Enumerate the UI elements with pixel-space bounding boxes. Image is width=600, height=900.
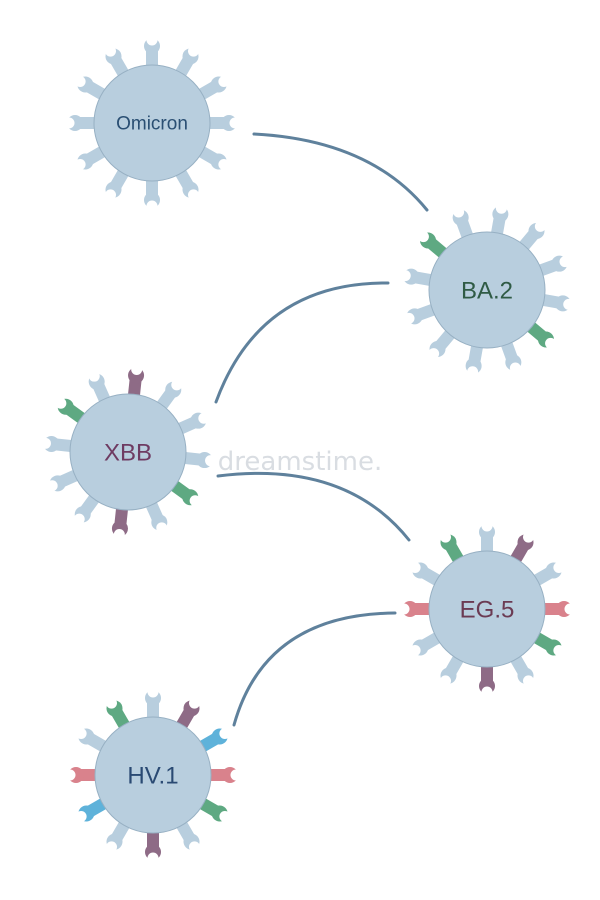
spike-notch [105, 189, 116, 201]
spike-notch [156, 522, 168, 534]
spike-notch [403, 312, 415, 324]
spike-notch [74, 159, 86, 170]
virus-node-xbb: XBB [39, 363, 217, 541]
spike-notch [88, 370, 100, 382]
spike-notch [553, 562, 565, 573]
spike-notch [219, 728, 231, 739]
variant-label-ba2: BA.2 [461, 278, 513, 305]
spike-notch [106, 841, 117, 853]
spike-notch [64, 769, 76, 781]
spike-notch [131, 363, 143, 375]
variant-label-omicron: Omicron [116, 114, 188, 135]
variant-label-eg5: EG.5 [460, 597, 515, 624]
spike-notch [147, 686, 159, 698]
connector-ba2-to-xbb [214, 281, 390, 404]
spike-notch [147, 852, 159, 864]
variant-label-xbb: XBB [104, 440, 152, 467]
spike-notch [409, 645, 421, 656]
spike-notch [559, 256, 571, 268]
spike-notch [409, 562, 421, 573]
virus-body [94, 716, 212, 834]
spike-notch [481, 686, 493, 698]
spike-notch [146, 34, 158, 46]
virus-node-hv1: HV.1 [64, 686, 242, 864]
spike-notch [523, 531, 534, 543]
spike-notch [46, 480, 58, 492]
spike-notch [188, 189, 199, 201]
virus-node-omicron: Omicron [63, 34, 241, 212]
spike-notch [523, 675, 534, 687]
spike-notch [553, 645, 565, 656]
spike-notch [230, 769, 242, 781]
spike-notch [534, 220, 546, 232]
spike-notch [171, 379, 183, 391]
spike-notch [563, 298, 575, 310]
spike-notch [106, 697, 117, 709]
watermark-text: dreamstime. [218, 447, 382, 477]
virus-body [428, 550, 546, 668]
virus-node-eg5: EG.5 [398, 520, 576, 698]
spike-notch [440, 675, 451, 687]
connectors [214, 132, 429, 727]
spike-notch [545, 337, 557, 349]
spike-notch [55, 397, 67, 409]
spike-notch [229, 117, 241, 129]
spike-notch [189, 495, 201, 507]
spike-notch [146, 200, 158, 212]
spike-notch [564, 603, 576, 615]
connector-omicron-to-ba2 [252, 132, 429, 212]
connector-xbb-to-eg5 [216, 471, 411, 542]
spike-notch [417, 231, 429, 243]
spike-notch [205, 455, 217, 467]
spike-notch [509, 362, 521, 374]
spike-notch [218, 159, 230, 170]
spike-notch [189, 697, 200, 709]
spike-notch [74, 76, 86, 87]
spike-notch [63, 117, 75, 129]
virus-node-ba2: BA.2 [399, 202, 575, 378]
virus-body [93, 64, 211, 182]
spike-notch [73, 513, 85, 525]
spike-notch [218, 76, 230, 87]
spike-notch [198, 412, 210, 424]
spike-notch [219, 811, 231, 822]
spike-notch [440, 531, 451, 543]
spike-notch [188, 45, 199, 57]
variant-label-hv1: HV.1 [127, 763, 178, 790]
spike-notch [75, 811, 87, 822]
connector-eg5-to-hv1 [232, 611, 397, 727]
spike-notch [453, 206, 465, 218]
spike-notch [467, 366, 479, 378]
spike-notch [105, 45, 116, 57]
spike-notch [113, 529, 125, 541]
spike-notch [189, 841, 200, 853]
spike-notch [495, 202, 507, 214]
virus-body [428, 231, 546, 349]
spike-notch [428, 348, 440, 360]
spike-notch [75, 728, 87, 739]
spike-notch [398, 603, 410, 615]
spike-notch [39, 437, 51, 449]
spike-notch [481, 520, 493, 532]
spike-notch [399, 270, 411, 282]
virus-body [69, 393, 187, 511]
